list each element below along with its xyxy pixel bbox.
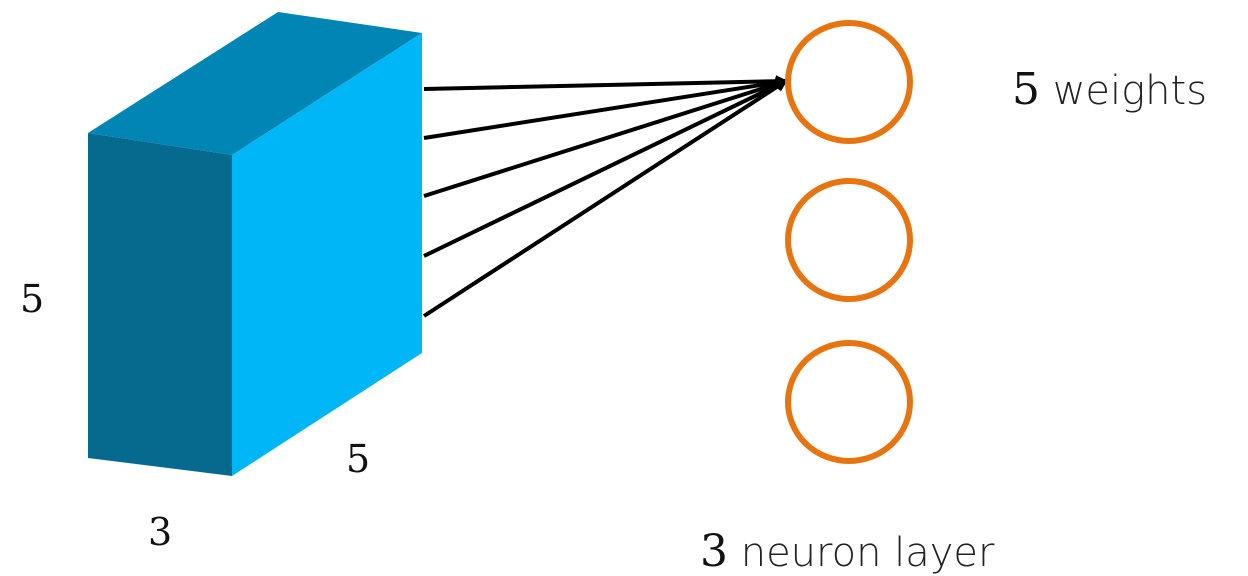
weights-text: weights xyxy=(1040,68,1207,114)
neuron-circle xyxy=(785,178,913,302)
connection-line xyxy=(423,76,788,140)
connection-line xyxy=(423,75,788,91)
weights-annotation: 5 weights xyxy=(1012,64,1207,115)
tensor-front-face xyxy=(88,133,232,476)
neuron-layer-annotation: 3 neuron layer xyxy=(700,526,995,576)
tensor-height-label: 5 xyxy=(20,277,44,321)
neuron-circle xyxy=(785,340,913,464)
layer-text: neuron layer xyxy=(728,530,995,576)
weights-number: 5 xyxy=(1012,64,1040,115)
connection-lines xyxy=(422,75,788,318)
tensor-side-face xyxy=(232,33,422,476)
tensor-depth-label: 5 xyxy=(346,437,370,481)
connection-line xyxy=(422,79,788,318)
neuron-layer xyxy=(785,20,913,464)
connection-line xyxy=(423,79,788,258)
tensor-width-label: 3 xyxy=(148,510,172,554)
input-tensor-block xyxy=(88,12,422,476)
layer-number: 3 xyxy=(700,526,728,576)
neuron-circle xyxy=(785,20,913,144)
connection-line xyxy=(423,78,788,198)
tensor-top-face xyxy=(88,12,422,155)
